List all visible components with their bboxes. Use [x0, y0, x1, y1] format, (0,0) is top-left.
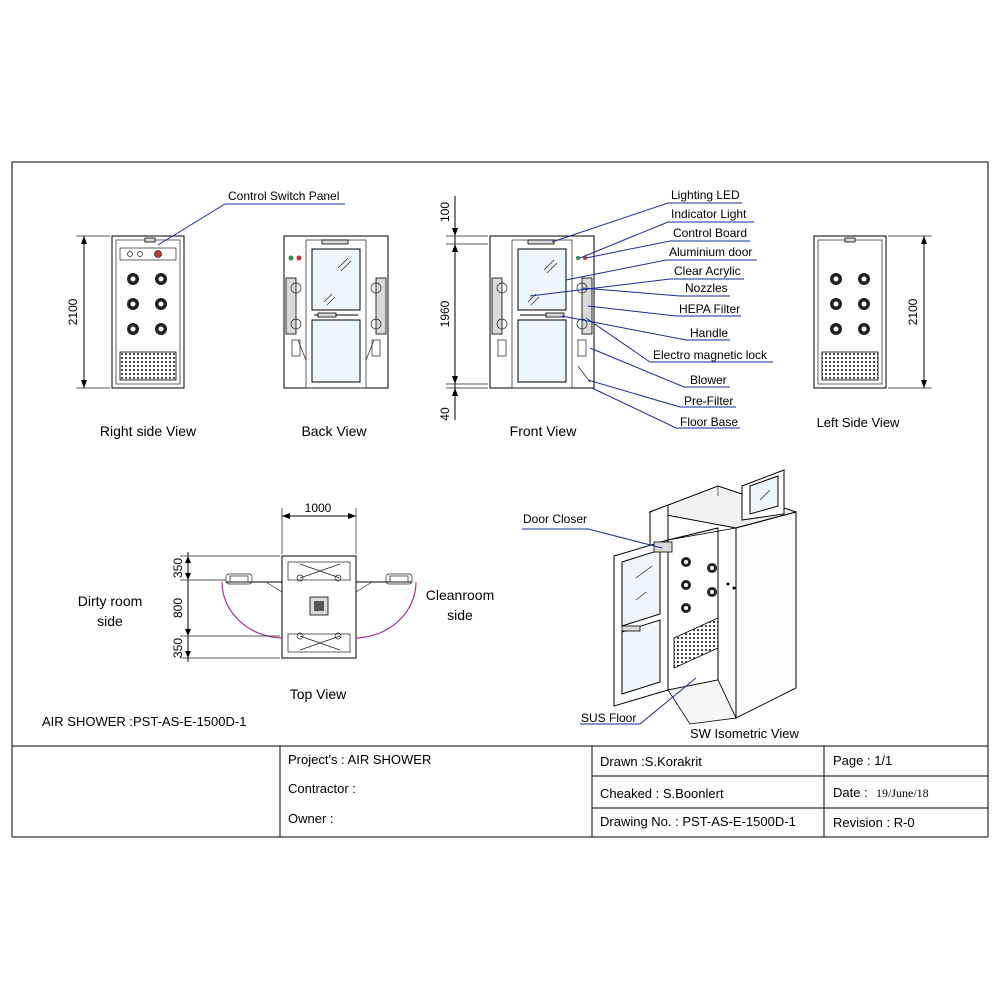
- tb-checked: Cheaked : S.Boonlert: [600, 786, 724, 801]
- front-view: 100 1960 40 Lighting LED Indicator Light…: [438, 188, 773, 439]
- callout-pre-filter: Pre-Filter: [684, 394, 733, 408]
- back-view: Back View: [283, 235, 389, 439]
- drawing-border: [11, 161, 989, 838]
- callout-hepa-filter: HEPA Filter: [679, 302, 740, 316]
- dirty-room-label-line1: Dirty room: [78, 593, 143, 609]
- callout-door-closer: Door Closer: [523, 512, 587, 526]
- view-title-left-side: Left Side View: [817, 415, 900, 430]
- view-title-top: Top View: [290, 686, 347, 702]
- dim-front-top: 100: [438, 202, 452, 222]
- dim-front-mid: 1960: [438, 300, 452, 327]
- top-view: 1000 350 800 350 Dirty room side Cleanro…: [78, 501, 495, 702]
- isometric-view: Door Closer SUS Floor SW Isometric View: [522, 469, 799, 741]
- view-title-right-side: Right side View: [100, 423, 197, 439]
- cleanroom-label-line2: side: [447, 607, 473, 623]
- view-title-front: Front View: [510, 423, 578, 439]
- model-label: AIR SHOWER :PST-AS-E-1500D-1: [42, 714, 246, 729]
- callout-control-switch-panel: Control Switch Panel: [228, 189, 339, 203]
- tb-page: Page : 1/1: [833, 753, 892, 768]
- tb-revision: Revision : R-0: [833, 815, 915, 830]
- right-side-view: 2100 Control Switch Panel Right side Vie…: [66, 189, 345, 439]
- view-title-back: Back View: [301, 423, 367, 439]
- cleanroom-label-line1: Cleanroom: [426, 587, 494, 603]
- dim-front-bottom: 40: [438, 407, 452, 421]
- tb-project: Project's : AIR SHOWER: [288, 752, 431, 767]
- callout-clear-acrylic: Clear Acrylic: [674, 264, 741, 278]
- dim-top-upper: 350: [171, 558, 185, 578]
- dim-left-height: 2100: [906, 298, 920, 325]
- tb-drawn: Drawn :S.Korakrit: [600, 754, 702, 769]
- callout-blower: Blower: [690, 373, 727, 387]
- dim-right-height: 2100: [66, 298, 80, 325]
- dim-top-mid: 800: [171, 598, 185, 618]
- callout-floor-base: Floor Base: [680, 415, 738, 429]
- tb-drawing-no: Drawing No. : PST-AS-E-1500D-1: [600, 814, 796, 829]
- callout-sus-floor: SUS Floor: [581, 711, 636, 725]
- isometric-nozzles: [681, 557, 717, 613]
- tb-owner: Owner :: [288, 811, 334, 826]
- tb-date-label: Date :: [833, 785, 868, 800]
- callout-handle: Handle: [690, 326, 728, 340]
- callout-electro-magnetic-lock: Electro magnetic lock: [653, 348, 768, 362]
- view-title-isometric: SW Isometric View: [690, 726, 799, 741]
- dim-top-lower: 350: [171, 638, 185, 658]
- dim-top-width: 1000: [305, 501, 332, 515]
- callout-indicator-light: Indicator Light: [671, 207, 747, 221]
- right-side-nozzles: [127, 273, 167, 335]
- callout-nozzles: Nozzles: [685, 281, 728, 295]
- tb-contractor: Contractor :: [288, 781, 356, 796]
- callout-aluminium-door: Aluminium door: [669, 245, 752, 259]
- title-block: Project's : AIR SHOWER Contractor : Owne…: [12, 745, 988, 837]
- left-side-view: 2100 Left Side View: [813, 235, 932, 430]
- callout-control-board: Control Board: [673, 226, 747, 240]
- dirty-room-label-line2: side: [97, 613, 123, 629]
- callout-lighting-led: Lighting LED: [671, 188, 740, 202]
- left-side-nozzles: [830, 273, 870, 335]
- tb-date-value: 19/June/18: [876, 786, 929, 800]
